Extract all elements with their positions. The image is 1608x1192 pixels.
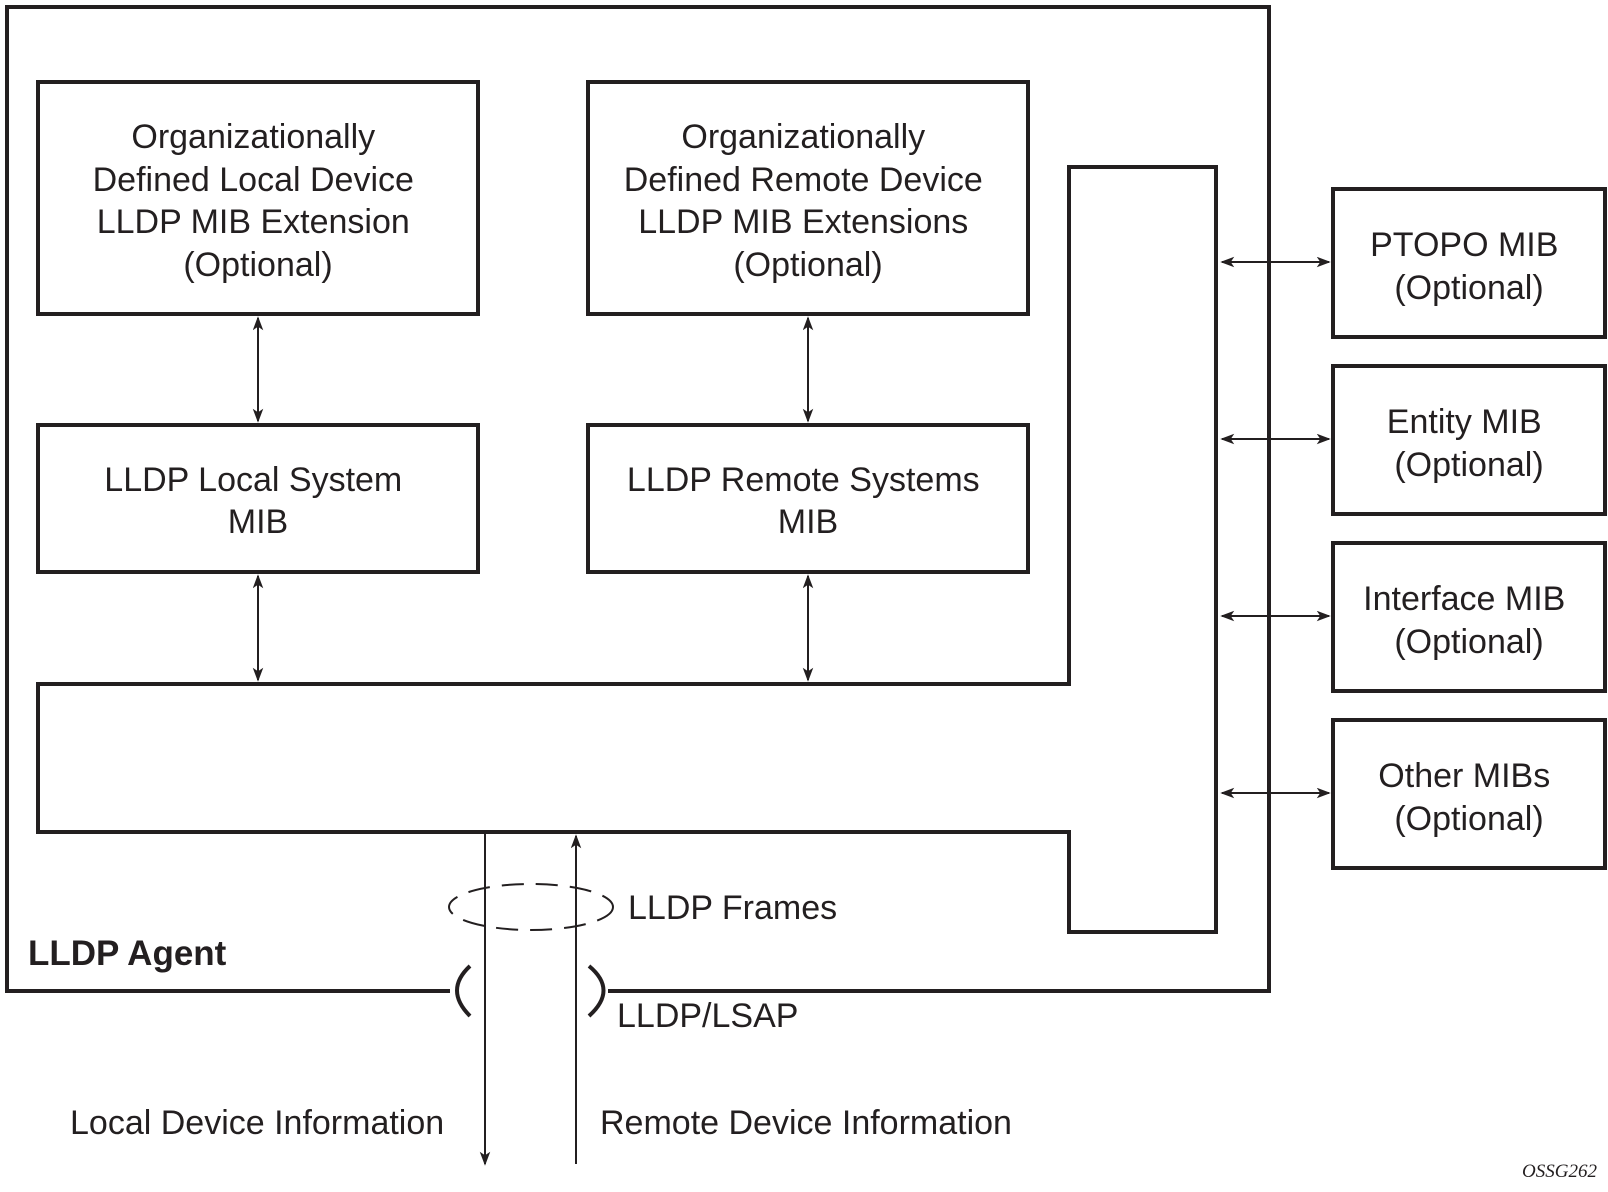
other-mibs-box: Other MIBs (Optional) (1331, 718, 1607, 870)
remote-device-info-label: Remote Device Information (600, 1104, 1012, 1142)
interface-mib-box: Interface MIB (Optional) (1331, 541, 1607, 693)
ptopo-mib-label: PTOPO MIB (Optional) (1370, 226, 1568, 307)
local-system-mib-label: LLDP Local System MIB (104, 461, 411, 541)
lsap-right-bracket (587, 964, 606, 1018)
entity-mib-box: Entity MIB (Optional) (1331, 364, 1607, 516)
remote-systems-mib-box: LLDP Remote Systems MIB (586, 423, 1030, 574)
lldp-frames-label: LLDP Frames (628, 889, 837, 927)
local-device-info-label: Local Device Information (70, 1104, 444, 1142)
other-mibs-label: Other MIBs (Optional) (1378, 757, 1559, 838)
org-local-mib-label: Organizationally Defined Local Device LL… (93, 118, 424, 284)
lldp-frames-ellipse (448, 883, 614, 931)
lsap-left-bracket (455, 964, 472, 1018)
org-remote-mib-box: Organizationally Defined Remote Device L… (586, 80, 1030, 316)
interface-mib-label: Interface MIB (Optional) (1363, 580, 1575, 661)
figure-id: OSSG262 (1522, 1161, 1597, 1182)
lldp-agent-label: LLDP Agent (28, 934, 227, 973)
lldp-lsap-label: LLDP/LSAP (617, 997, 798, 1035)
local-system-mib-box: LLDP Local System MIB (36, 423, 480, 574)
org-local-mib-box: Organizationally Defined Local Device LL… (36, 80, 480, 316)
entity-mib-label: Entity MIB (Optional) (1387, 403, 1551, 484)
remote-systems-mib-label: LLDP Remote Systems MIB (627, 461, 989, 541)
lldp-agent-frame (5, 5, 1271, 993)
internal-bus (36, 165, 1218, 934)
org-remote-mib-label: Organizationally Defined Remote Device L… (624, 118, 993, 284)
ptopo-mib-box: PTOPO MIB (Optional) (1331, 187, 1607, 339)
